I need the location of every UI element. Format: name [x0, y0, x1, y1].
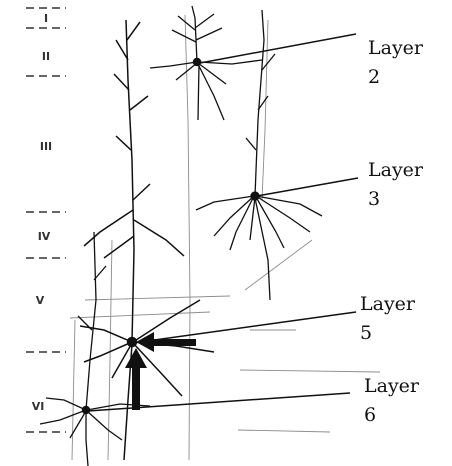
callout-number: 2: [368, 63, 423, 92]
soma-layer-5: [128, 338, 137, 347]
soma-layer-2: [193, 58, 200, 65]
layer-label-1: I: [44, 12, 48, 25]
arrow-vertical-head: [125, 348, 147, 368]
neuron-layer-2: [150, 6, 262, 120]
callout-layer-3: Layer 3: [368, 156, 423, 214]
layer-label-3: III: [40, 140, 52, 153]
faint-axons: [70, 15, 380, 460]
callout-word: Layer: [364, 372, 419, 401]
callout-number: 5: [360, 319, 415, 348]
callout-word: Layer: [368, 156, 423, 185]
callout-number: 6: [364, 401, 419, 430]
neuron-layer-5: [80, 20, 214, 460]
arrow-vertical-shaft: [132, 364, 140, 410]
callout-word: Layer: [360, 290, 415, 319]
callout-layer-2: Layer 2: [368, 34, 423, 92]
pointer-line-layer-3: [257, 178, 358, 196]
callout-word: Layer: [368, 34, 423, 63]
neuron-layer-3: [196, 10, 322, 300]
layer-boundaries: [26, 8, 66, 432]
layer-label-5: V: [36, 294, 45, 307]
layer-label-2: II: [42, 50, 50, 63]
callout-layer-5: Layer 5: [360, 290, 415, 348]
layer-label-6: VI: [32, 400, 45, 413]
pointer-line-layer-2: [200, 34, 356, 63]
soma-layer-6: [82, 406, 89, 413]
layer-label-4: IV: [38, 230, 51, 243]
callout-number: 3: [368, 185, 423, 214]
arrow-horizontal-shaft: [150, 339, 196, 346]
callout-layer-6: Layer 6: [364, 372, 419, 430]
